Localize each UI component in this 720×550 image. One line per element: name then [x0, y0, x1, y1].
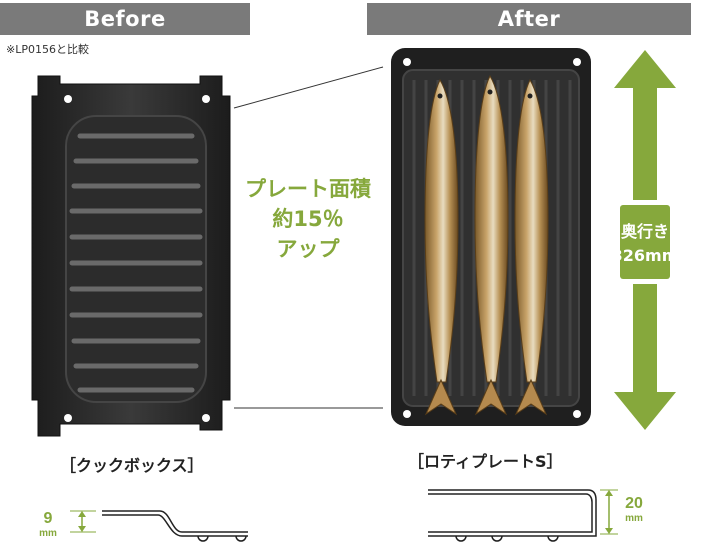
before-caption: ［クックボックス］	[60, 456, 204, 475]
profile-before	[70, 510, 248, 542]
grilled-fish	[424, 74, 549, 416]
comparison-note: ※LP0156と比較	[6, 43, 89, 56]
profile-after	[428, 489, 618, 542]
after-caption: ［ロティプレートS］	[408, 452, 563, 471]
after-header: After	[367, 3, 691, 35]
profile-before-unit: mm	[39, 528, 57, 539]
area-line-1: プレート面積	[245, 177, 371, 201]
cookbox-tray	[31, 75, 231, 437]
profile-before-value: 9	[44, 510, 53, 527]
before-header: Before	[0, 3, 250, 35]
profile-after-value: 20	[625, 495, 643, 512]
depth-label: 奥行き 326mm	[600, 220, 690, 268]
depth-arrow	[614, 50, 676, 430]
area-increase-text: プレート面積 約15％ アップ	[233, 174, 383, 264]
area-line-3: アップ	[276, 237, 340, 261]
depth-value: 326mm	[611, 246, 679, 265]
connector-top	[233, 66, 384, 109]
area-line-2: 約15％	[272, 207, 344, 231]
profile-after-unit: mm	[625, 513, 643, 524]
depth-label-text: 奥行き	[620, 222, 669, 241]
